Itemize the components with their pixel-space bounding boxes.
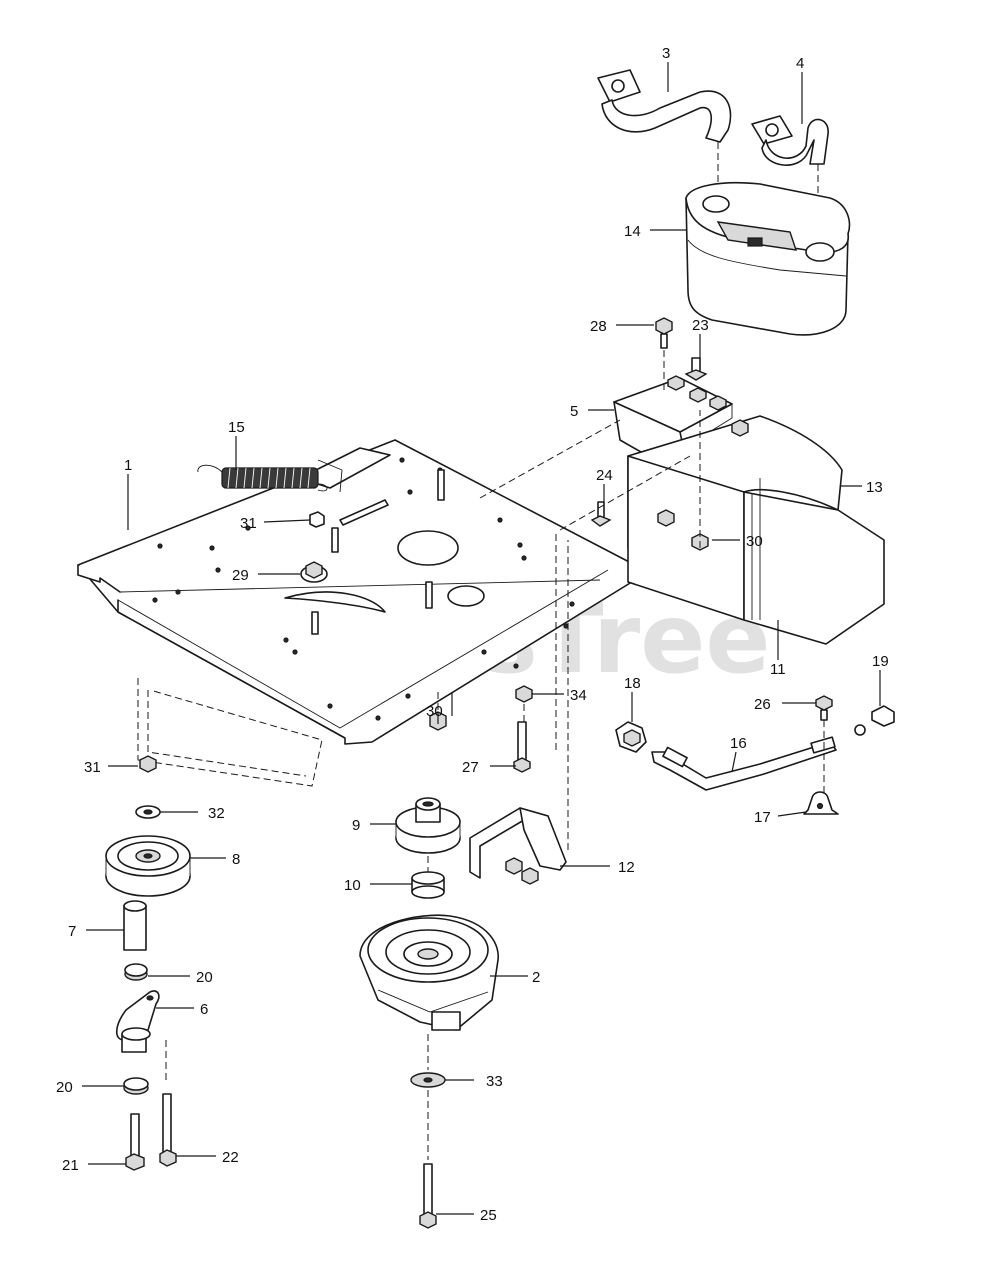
callout-31-lower: 31 bbox=[84, 759, 101, 776]
part-21-bolt bbox=[125, 1113, 145, 1171]
callout-3: 3 bbox=[662, 45, 670, 62]
callout-9: 9 bbox=[352, 817, 360, 834]
callout-31-upper: 31 bbox=[240, 515, 257, 532]
callout-32: 32 bbox=[208, 805, 225, 822]
callout-14: 14 bbox=[624, 223, 641, 240]
part-22-bolt bbox=[159, 1093, 177, 1167]
leader-lines bbox=[82, 62, 881, 1215]
part-34-nut bbox=[515, 685, 533, 703]
part-15-spring bbox=[197, 464, 328, 492]
callout-28: 28 bbox=[590, 318, 607, 335]
callout-20-upper: 20 bbox=[196, 969, 213, 986]
part-14-muffler bbox=[685, 181, 851, 336]
belt-path-outline bbox=[137, 678, 323, 787]
callout-23: 23 bbox=[692, 317, 709, 334]
part-6-idler-arm bbox=[115, 990, 160, 1053]
callout-25: 25 bbox=[480, 1207, 497, 1224]
part-27-bolt bbox=[513, 721, 531, 773]
callout-27: 27 bbox=[462, 759, 479, 776]
callout-2: 2 bbox=[532, 969, 540, 986]
part-1-deck-plate bbox=[77, 439, 636, 745]
part-17-clamp bbox=[803, 791, 839, 815]
part-32-washer bbox=[135, 805, 161, 819]
part-10-bushing bbox=[411, 871, 445, 899]
callout-11: 11 bbox=[770, 661, 786, 678]
part-8-idler-pulley bbox=[105, 835, 191, 897]
callout-6: 6 bbox=[200, 1001, 208, 1018]
part-7-spacer bbox=[123, 900, 147, 951]
part-26-bolt bbox=[815, 695, 833, 721]
callout-20-lower: 20 bbox=[56, 1079, 73, 1096]
callout-labels: 1 2 3 4 5 6 7 8 9 10 11 12 13 14 15 16 1… bbox=[56, 45, 889, 1224]
callout-12: 12 bbox=[618, 859, 635, 876]
callout-30-middle: 30 bbox=[426, 703, 443, 720]
part-30-nut-mid bbox=[657, 509, 675, 527]
callout-15: 15 bbox=[228, 419, 245, 436]
callout-13: 13 bbox=[866, 479, 883, 496]
callout-17: 17 bbox=[754, 809, 771, 826]
callout-4: 4 bbox=[796, 55, 804, 72]
callout-5: 5 bbox=[570, 403, 578, 420]
callout-8: 8 bbox=[232, 851, 240, 868]
part-4-exhaust-pipe bbox=[751, 115, 829, 166]
part-16-fuel-line bbox=[651, 736, 837, 791]
part-18-fitting bbox=[615, 721, 647, 753]
callout-34: 34 bbox=[570, 687, 587, 704]
callout-16: 16 bbox=[730, 735, 747, 752]
callout-19: 19 bbox=[872, 653, 889, 670]
part-9-pulley bbox=[395, 797, 461, 854]
callout-24: 24 bbox=[596, 467, 613, 484]
callout-1: 1 bbox=[124, 457, 132, 474]
part-29-bolt bbox=[300, 561, 328, 583]
part-33-washer bbox=[410, 1072, 446, 1088]
callout-7: 7 bbox=[68, 923, 76, 940]
part-19-fitting bbox=[854, 705, 895, 736]
part-31-nut-lower bbox=[139, 755, 157, 773]
part-20-bushing-upper bbox=[124, 963, 148, 981]
part-12-bracket bbox=[469, 807, 567, 885]
part-3-exhaust-pipe bbox=[597, 69, 732, 143]
part-28-bolt bbox=[655, 317, 673, 349]
callout-29: 29 bbox=[232, 567, 249, 584]
callout-30-right: 30 bbox=[746, 533, 763, 550]
callout-33: 33 bbox=[486, 1073, 503, 1090]
callout-26: 26 bbox=[754, 696, 771, 713]
part-11-shield-plate bbox=[627, 455, 885, 645]
part-20-bushing-lower bbox=[123, 1077, 149, 1095]
part-31-nut-upper bbox=[309, 511, 325, 528]
part-23-bolt bbox=[684, 357, 708, 381]
callout-10: 10 bbox=[344, 877, 361, 894]
part-2-pto-clutch bbox=[359, 914, 499, 1031]
part-25-bolt bbox=[419, 1163, 437, 1229]
callout-18: 18 bbox=[624, 675, 641, 692]
callout-21: 21 bbox=[62, 1157, 79, 1174]
callout-22: 22 bbox=[222, 1149, 239, 1166]
part-24-bolt bbox=[590, 501, 612, 527]
